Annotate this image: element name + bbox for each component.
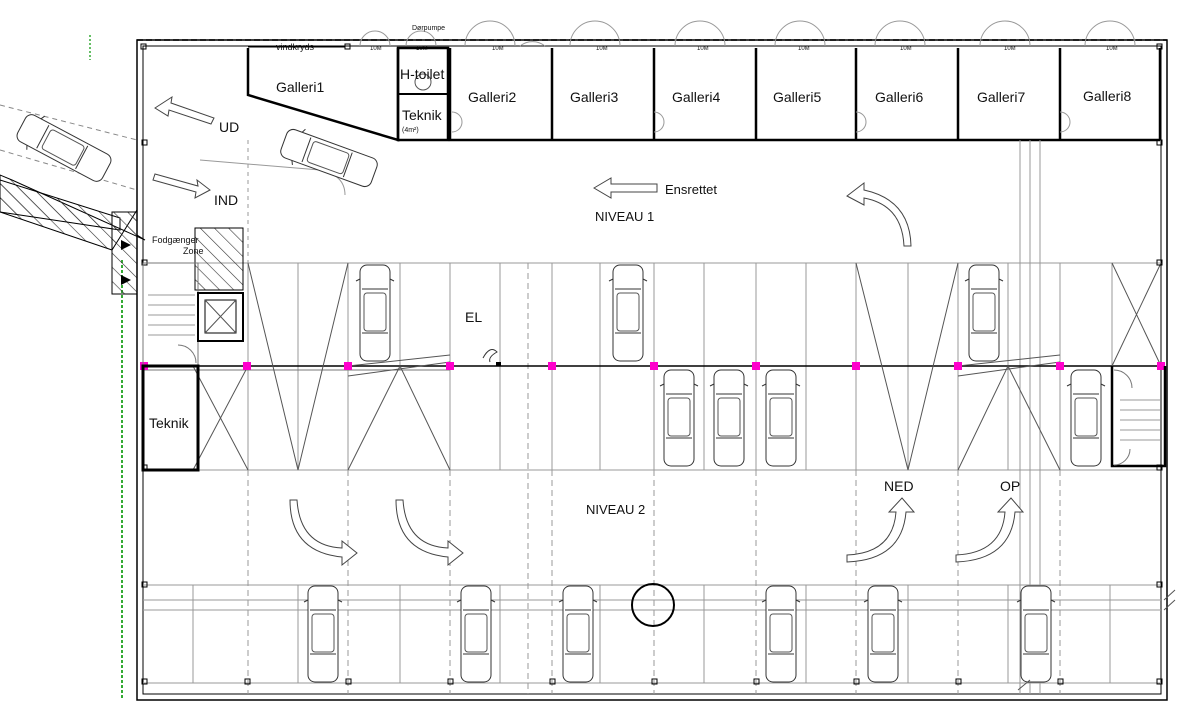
round-pillar bbox=[631, 583, 675, 627]
arrow-curve-op bbox=[955, 497, 1025, 563]
door-label: 10M bbox=[370, 46, 382, 52]
green-edge-line bbox=[89, 35, 123, 700]
right-edge-ticks bbox=[1017, 589, 1176, 691]
column-marker bbox=[243, 362, 251, 370]
arrow-curve-down-2 bbox=[395, 499, 464, 567]
pedestrian-zone-line2: Zone bbox=[183, 246, 204, 256]
room-galleri8: Galleri8 bbox=[1083, 88, 1131, 104]
label-niveau2: NIVEAU 2 bbox=[586, 502, 645, 517]
ramp-triangles bbox=[192, 262, 1162, 471]
room-galleri2: Galleri2 bbox=[468, 89, 516, 105]
left-service-core bbox=[141, 262, 244, 472]
car bbox=[355, 264, 395, 362]
arrow-out bbox=[154, 95, 215, 125]
car bbox=[863, 585, 903, 683]
car bbox=[659, 369, 699, 467]
room-galleri3: Galleri3 bbox=[570, 89, 618, 105]
label-el: EL bbox=[465, 309, 482, 325]
column-marker bbox=[752, 362, 760, 370]
arrow-curve-top bbox=[846, 181, 912, 247]
door-label: 10M bbox=[1004, 46, 1016, 52]
car bbox=[12, 108, 116, 188]
charger-icon bbox=[482, 349, 501, 366]
right-service-core bbox=[1110, 366, 1167, 468]
column-squares bbox=[140, 43, 1163, 685]
door-label: 10M bbox=[900, 46, 912, 52]
car bbox=[964, 264, 1004, 362]
room-teknik-top: Teknik bbox=[402, 107, 443, 123]
column-marker bbox=[650, 362, 658, 370]
door-label: 10M bbox=[798, 46, 810, 52]
top-door-labels: 10M 10M 10M 10M 10M 10M 10M 10M 10M bbox=[370, 46, 1118, 52]
car bbox=[558, 585, 598, 683]
car bbox=[303, 585, 343, 683]
arrow-in bbox=[152, 173, 211, 199]
room-galleri5: Galleri5 bbox=[773, 89, 821, 105]
door-label: 10M bbox=[492, 46, 504, 52]
car bbox=[709, 369, 749, 467]
room-galleri1: Galleri1 bbox=[276, 79, 324, 95]
car bbox=[456, 585, 496, 683]
room-galleri4: Galleri4 bbox=[672, 89, 720, 105]
room-h-toilet: H-toilet bbox=[400, 66, 444, 82]
column-marker bbox=[548, 362, 556, 370]
label-ensrettet: Ensrettet bbox=[665, 182, 717, 197]
entrance-ramp bbox=[0, 104, 244, 295]
room-teknik-top-area: (4m²) bbox=[402, 127, 419, 134]
column-marker bbox=[446, 362, 454, 370]
label-ned: NED bbox=[884, 478, 914, 494]
column-marker bbox=[954, 362, 962, 370]
gallery-walls bbox=[246, 46, 1162, 142]
label-niveau1: NIVEAU 1 bbox=[595, 209, 654, 224]
door-label: 10M bbox=[596, 46, 608, 52]
pedestrian-zone-line1: Fodgænger bbox=[152, 235, 199, 245]
door-label: 10M bbox=[1106, 46, 1118, 52]
arrow-curve-ned bbox=[846, 497, 916, 563]
label-op: OP bbox=[1000, 478, 1020, 494]
parked-cars bbox=[12, 108, 1106, 683]
arrow-curve-down-1 bbox=[289, 499, 358, 567]
room-galleri7: Galleri7 bbox=[977, 89, 1025, 105]
car bbox=[1066, 369, 1106, 467]
pump-label: Dørpumpe bbox=[412, 25, 445, 32]
label-ind: IND bbox=[214, 192, 238, 208]
column-marker bbox=[344, 362, 352, 370]
label-ud: UD bbox=[219, 119, 239, 135]
direction-arrows bbox=[152, 95, 1025, 567]
column-marker bbox=[852, 362, 860, 370]
room-teknik-left: Teknik bbox=[149, 415, 190, 431]
door-label: 10M bbox=[697, 46, 709, 52]
car bbox=[276, 123, 382, 193]
top-door-arcs bbox=[359, 20, 1136, 47]
gallery-door-swings bbox=[451, 111, 1071, 133]
column-marker bbox=[1056, 362, 1064, 370]
arrow-one-way bbox=[593, 177, 658, 199]
car bbox=[761, 585, 801, 683]
column-marker bbox=[1157, 362, 1165, 370]
car bbox=[608, 264, 648, 362]
room-galleri6: Galleri6 bbox=[875, 89, 923, 105]
car bbox=[761, 369, 801, 467]
car bbox=[1016, 585, 1056, 683]
